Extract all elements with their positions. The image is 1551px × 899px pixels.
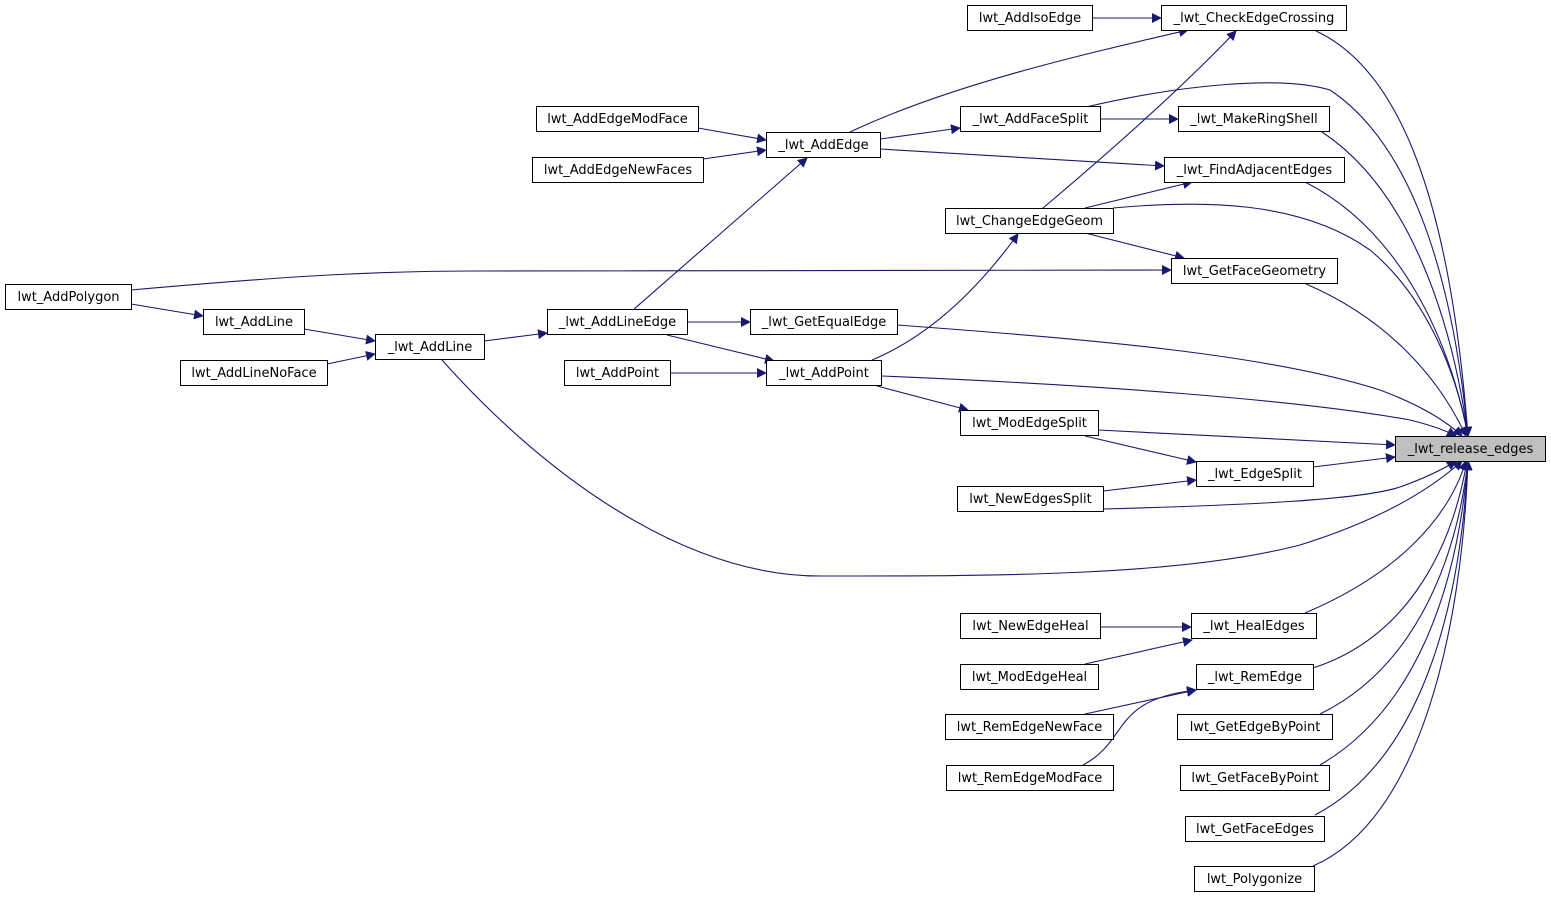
node-lwt-addlinenoface[interactable]: lwt_AddLineNoFace bbox=[180, 360, 328, 386]
node-lwt-modedgesplit[interactable]: lwt_ModEdgeSplit bbox=[960, 410, 1099, 436]
node-release-edges: _lwt_release_edges bbox=[1395, 436, 1546, 462]
edge-lwt-modedgesplit-to-edge-split bbox=[1084, 435, 1197, 465]
node-lwt-addpoint[interactable]: lwt_AddPoint bbox=[564, 360, 671, 386]
node-get-equal-edge[interactable]: _lwt_GetEqualEdge bbox=[750, 309, 898, 335]
node-add-line[interactable]: _lwt_AddLine bbox=[375, 334, 485, 360]
edge-add-polygon-to-get-face-geometry bbox=[130, 265, 1172, 291]
edge-lwt-addline-to-add-line bbox=[303, 328, 376, 345]
edge-get-equal-edge-to-release-edges bbox=[896, 324, 1463, 437]
node-lwt-getfacebypoint[interactable]: lwt_GetFaceByPoint bbox=[1180, 765, 1330, 791]
node-add-face-split[interactable]: _lwt_AddFaceSplit bbox=[960, 106, 1101, 132]
node-lwt-polygonize[interactable]: lwt_Polygonize bbox=[1194, 866, 1315, 892]
node-lwt-remedgemodface[interactable]: lwt_RemEdgeModFace bbox=[946, 765, 1114, 791]
node-lwt-newedgeheal[interactable]: lwt_NewEdgeHeal bbox=[960, 613, 1101, 639]
node-lwt-changeedgegeom[interactable]: lwt_ChangeEdgeGeom bbox=[945, 208, 1114, 234]
edge-lwt-newedgessplit-to-release-edges bbox=[1102, 460, 1457, 510]
node-add-edge[interactable]: _lwt_AddEdge bbox=[766, 132, 881, 158]
edge-add-edge-to-find-adjacent-edges bbox=[879, 148, 1165, 171]
node-lwt-addedgenewfaces[interactable]: lwt_AddEdgeNewFaces bbox=[532, 157, 704, 183]
edge-lwt-modedgesplit-to-release-edges bbox=[1097, 429, 1396, 450]
edge-add-line-edge-to-add-edge bbox=[632, 157, 808, 311]
edge-add-point-to-lwt-modedgesplit bbox=[876, 385, 969, 413]
node-check-edge-crossing[interactable]: _lwt_CheckEdgeCrossing bbox=[1161, 5, 1347, 31]
edge-lwt-addedgemodface-to-add-edge bbox=[697, 127, 767, 144]
edge-lwt-modedgeheal-to-heal-edges bbox=[1084, 637, 1193, 665]
node-lwt-newedgessplit[interactable]: lwt_NewEdgesSplit bbox=[957, 486, 1104, 512]
edge-lwt-addlinenoface-to-add-line bbox=[326, 350, 376, 365]
edge-get-face-geometry-to-release-edges bbox=[1305, 283, 1467, 437]
edge-change-edge-geom-to-check-edge-crossing bbox=[1042, 30, 1237, 209]
edge-polygonize-to-release-edges bbox=[1312, 460, 1473, 867]
edge-change-edge-geom-to-release-edges bbox=[1112, 203, 1472, 437]
node-rem-edge[interactable]: _lwt_RemEdge bbox=[1196, 664, 1314, 690]
edge-add-edge-to-add-face-split bbox=[879, 124, 961, 140]
edge-add-polygon-to-lwt-addline bbox=[130, 303, 204, 320]
edge-find-adjacent-edges-to-release-edges bbox=[1304, 181, 1472, 437]
node-heal-edges[interactable]: _lwt_HealEdges bbox=[1191, 613, 1317, 639]
edge-add-edge-to-check-edge-crossing bbox=[849, 27, 1189, 133]
edge-change-edge-geom-to-get-face-geometry bbox=[1084, 232, 1185, 261]
edge-make-ring-shell-to-release-edges bbox=[1321, 131, 1472, 437]
edge-add-point-to-release-edges bbox=[880, 375, 1457, 437]
edge-lwt-remedgenewface-to-rem-edge bbox=[1084, 687, 1197, 715]
node-make-ring-shell[interactable]: _lwt_MakeRingShell bbox=[1178, 106, 1330, 132]
edge-get-face-by-point-to-release-edges bbox=[1319, 460, 1473, 766]
edge-change-edge-geom-to-find-adjacent-edges bbox=[1084, 179, 1193, 209]
node-lwt-addline[interactable]: lwt_AddLine bbox=[203, 309, 305, 335]
node-lwt-getfaceedges[interactable]: lwt_GetFaceEdges bbox=[1185, 816, 1325, 842]
edge-lwt-addedgenewfaces-to-add-edge bbox=[702, 146, 767, 160]
node-edge-split[interactable]: _lwt_EdgeSplit bbox=[1196, 461, 1314, 487]
node-lwt-remedgenewface[interactable]: lwt_RemEdgeNewFace bbox=[945, 714, 1114, 740]
node-find-adjacent-edges[interactable]: _lwt_FindAdjacentEdges bbox=[1164, 157, 1345, 183]
node-lwt-addedgemodface[interactable]: lwt_AddEdgeModFace bbox=[536, 106, 699, 132]
edge-rem-edge-to-release-edges bbox=[1312, 460, 1471, 669]
edge-lwt-remedgemodface-to-rem-edge bbox=[1082, 686, 1197, 766]
call-edges bbox=[130, 13, 1473, 867]
edge-get-face-edges-to-release-edges bbox=[1314, 460, 1473, 816]
edge-check-edge-crossing-to-release-edges bbox=[1315, 30, 1473, 437]
edge-edge-split-to-release-edges bbox=[1312, 453, 1396, 468]
node-add-point[interactable]: _lwt_AddPoint bbox=[766, 360, 882, 386]
node-lwt-addisoedge[interactable]: lwt_AddIsoEdge bbox=[967, 5, 1093, 31]
node-lwt-addpolygon[interactable]: lwt_AddPolygon bbox=[5, 284, 132, 310]
node-lwt-getedgebypoint[interactable]: lwt_GetEdgeByPoint bbox=[1177, 714, 1333, 740]
edge-add-line-edge-to-add-point bbox=[666, 334, 775, 364]
node-lwt-modedgeheal[interactable]: lwt_ModEdgeHeal bbox=[960, 664, 1099, 690]
node-lwt-getfacegeometry[interactable]: lwt_GetFaceGeometry bbox=[1171, 258, 1338, 284]
edge-lwt-newedgessplit-to-edge-split bbox=[1102, 476, 1197, 492]
edge-add-face-split-to-release-edges bbox=[1085, 82, 1473, 437]
edge-add-line-to-release-edges bbox=[441, 359, 1463, 577]
edge-heal-edges-to-release-edges bbox=[1304, 460, 1469, 614]
edge-add-line-to-add-line-edge bbox=[483, 329, 548, 342]
node-add-line-edge[interactable]: _lwt_AddLineEdge bbox=[547, 309, 688, 335]
edge-add-point-to-change-edge-geom bbox=[871, 233, 1019, 361]
edge-get-edge-by-point-to-release-edges bbox=[1319, 460, 1472, 715]
